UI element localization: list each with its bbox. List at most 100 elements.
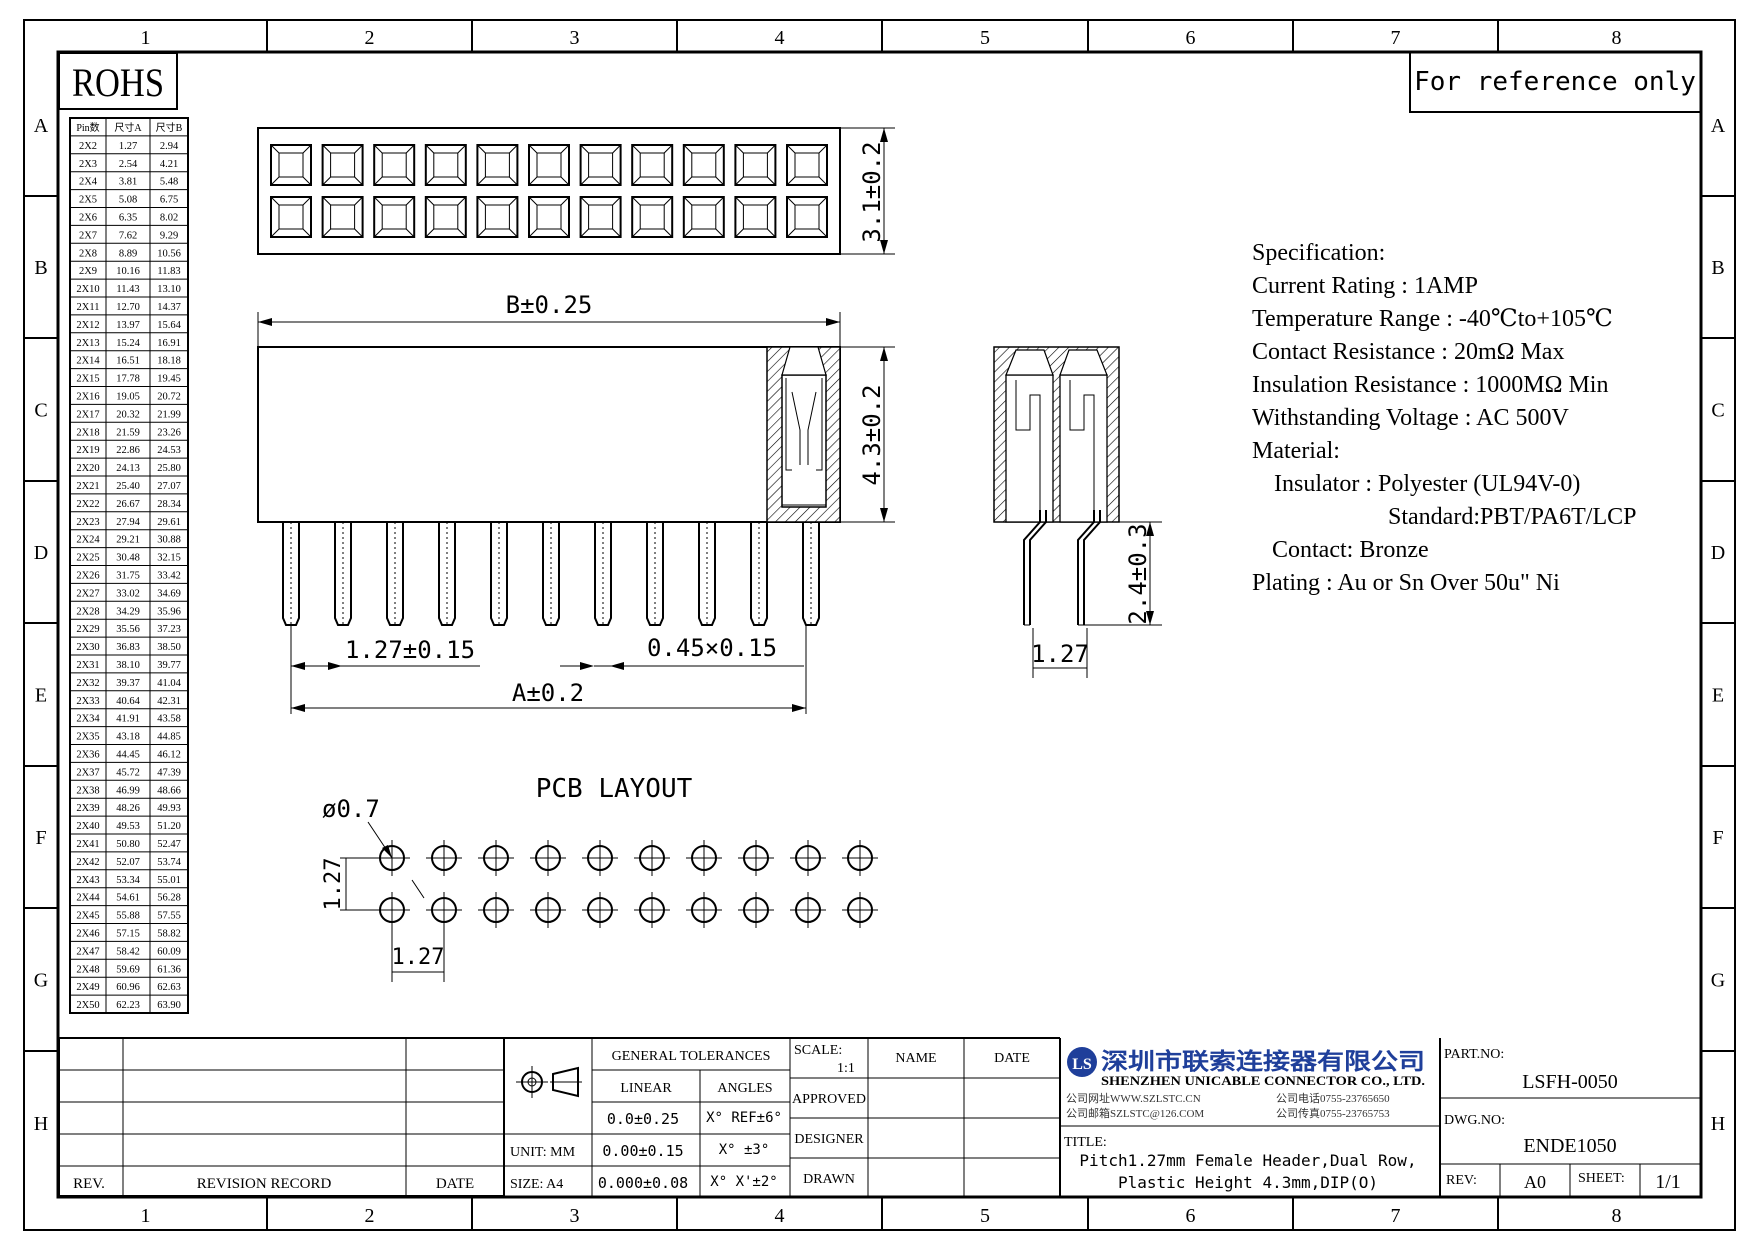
pin (490, 522, 508, 626)
size-table-cell: 47.39 (157, 767, 181, 778)
size-table-cell: 2X16 (76, 392, 99, 403)
size-table-cell: 2X45 (76, 911, 99, 922)
size-table-cell: 2X42 (76, 857, 99, 868)
border-col-label: 5 (980, 27, 990, 49)
size-table-cell: 20.32 (116, 409, 140, 420)
size-table-cell: 2X19 (76, 445, 99, 456)
pin (646, 522, 664, 626)
size-table-cell: 2X30 (76, 642, 99, 653)
contact-slot (321, 144, 364, 186)
spec-line: Insulation Resistance : 1000MΩ Min (1252, 372, 1608, 398)
size-table-cell: 60.09 (157, 946, 181, 957)
pin (698, 522, 716, 626)
front-view-section (766, 346, 841, 523)
size-table-cell: 2X11 (77, 302, 100, 313)
border-col-label: 6 (1186, 1205, 1196, 1227)
angles-header: ANGLES (717, 1081, 772, 1096)
row-pitch-dim: 1.27 (321, 858, 346, 911)
size-table-cell: 2X18 (76, 427, 99, 438)
border-col-label: 1 (141, 27, 151, 49)
size-table-cell: 19.45 (157, 374, 181, 385)
size-table-cell: 2X34 (76, 714, 100, 725)
size-table-cell: 2X33 (76, 696, 99, 707)
size-table-cell: 2X24 (76, 535, 100, 546)
size-table-cell: 38.10 (116, 660, 140, 671)
part-no-value: LSFH-0050 (1522, 1071, 1618, 1093)
size-table-cell: 9.29 (160, 230, 178, 241)
contact-slot (424, 196, 467, 238)
size-table-cell: 11.43 (116, 284, 139, 295)
size-table-cell: 39.37 (116, 678, 140, 689)
size-table-cell: 33.42 (157, 571, 181, 582)
size-table-cell: 2X22 (76, 499, 99, 510)
size-table-cell: 33.02 (116, 588, 140, 599)
size-table-cell: 2.94 (160, 141, 179, 152)
contact-slot (734, 196, 777, 238)
border-row-label: E (35, 685, 47, 707)
designer-label: DESIGNER (794, 1132, 864, 1147)
scale-label: SCALE: (794, 1043, 842, 1058)
contact-slot (734, 144, 777, 186)
top-height-dim: 3.1±0.2 (858, 141, 886, 242)
border-col-label: 6 (1186, 27, 1196, 49)
border-grid-ticks (24, 20, 1735, 1230)
size-table-cell: 50.80 (116, 839, 140, 850)
size-table-cell: 2X38 (76, 785, 99, 796)
border-row-label: A (1711, 115, 1726, 137)
contact-slot (579, 196, 622, 238)
approved-label: APPROVED (792, 1092, 866, 1107)
size-table-cell: 62.23 (116, 1000, 140, 1011)
size-table-cell: 46.99 (116, 785, 140, 796)
border-row-label: E (1712, 685, 1724, 707)
size-table-cell: 56.28 (157, 893, 181, 904)
border-col-label: 1 (141, 1205, 151, 1227)
title-block: REV. REVISION RECORD DATE GENERAL TOLERA… (58, 1037, 1700, 1197)
size-table-cell: 51.20 (157, 821, 181, 832)
size-table-cell: 15.24 (116, 338, 140, 349)
size-table-cell: 6.75 (160, 195, 178, 206)
size-table-cell: 53.34 (116, 875, 140, 886)
size-table-cell: 62.63 (157, 982, 181, 993)
top-view-slots (270, 144, 828, 238)
date-header: DATE (994, 1051, 1030, 1066)
reference-note: For reference only (1414, 67, 1696, 97)
size-table-cell: 2X44 (76, 893, 100, 904)
drawn-label: DRAWN (803, 1172, 855, 1187)
size-table-header: Pin数 (76, 121, 99, 134)
contact-slot (682, 144, 725, 186)
side-section-view: 2.4±0.3 1.27 (993, 346, 1162, 678)
border-row-label: B (34, 257, 47, 279)
a-width-dim: A±0.2 (512, 679, 584, 707)
size-table-cell: 2X4 (79, 177, 98, 188)
pin (594, 522, 612, 626)
size-table-cell: 40.64 (116, 696, 140, 707)
border-row-label: H (34, 1113, 48, 1135)
size-table-cell: 2X17 (76, 409, 99, 420)
company-email: 公司邮箱SZLSTC@126.COM (1066, 1106, 1204, 1120)
size-table-cell: 2X37 (76, 767, 99, 778)
size-table-cell: 14.37 (157, 302, 181, 313)
top-view: 3.1±0.2 (257, 127, 895, 255)
pin (386, 522, 404, 626)
border-row-label: G (34, 970, 48, 992)
size-table-cell: 2X8 (79, 248, 97, 259)
size-table-cell: 41.04 (157, 678, 181, 689)
title-line-1: Pitch1.27mm Female Header,Dual Row, (1079, 1151, 1416, 1170)
border-col-label: 3 (570, 1205, 580, 1227)
size-table-cell: 13.10 (157, 284, 181, 295)
border-col-label: 2 (365, 1205, 375, 1227)
border-col-label: 3 (570, 27, 580, 49)
size-table-cell: 58.82 (157, 929, 181, 940)
rohs-badge: ROHS (58, 52, 178, 110)
front-view: B±0.25 4.3±0.2 1.27±0.15 (257, 291, 895, 714)
size-table-cell: 2X26 (76, 571, 99, 582)
pin (542, 522, 560, 626)
size-table-cell: 20.72 (157, 392, 181, 403)
size-table-cell: 42.31 (157, 696, 181, 707)
size-table-cell: 2X47 (76, 946, 99, 957)
size-table-cell: 25.80 (157, 463, 181, 474)
size-table-cell: 5.08 (119, 195, 137, 206)
size-table-cell: 10.56 (157, 248, 181, 259)
linear-tol-3: 0.000±0.08 (598, 1174, 688, 1192)
